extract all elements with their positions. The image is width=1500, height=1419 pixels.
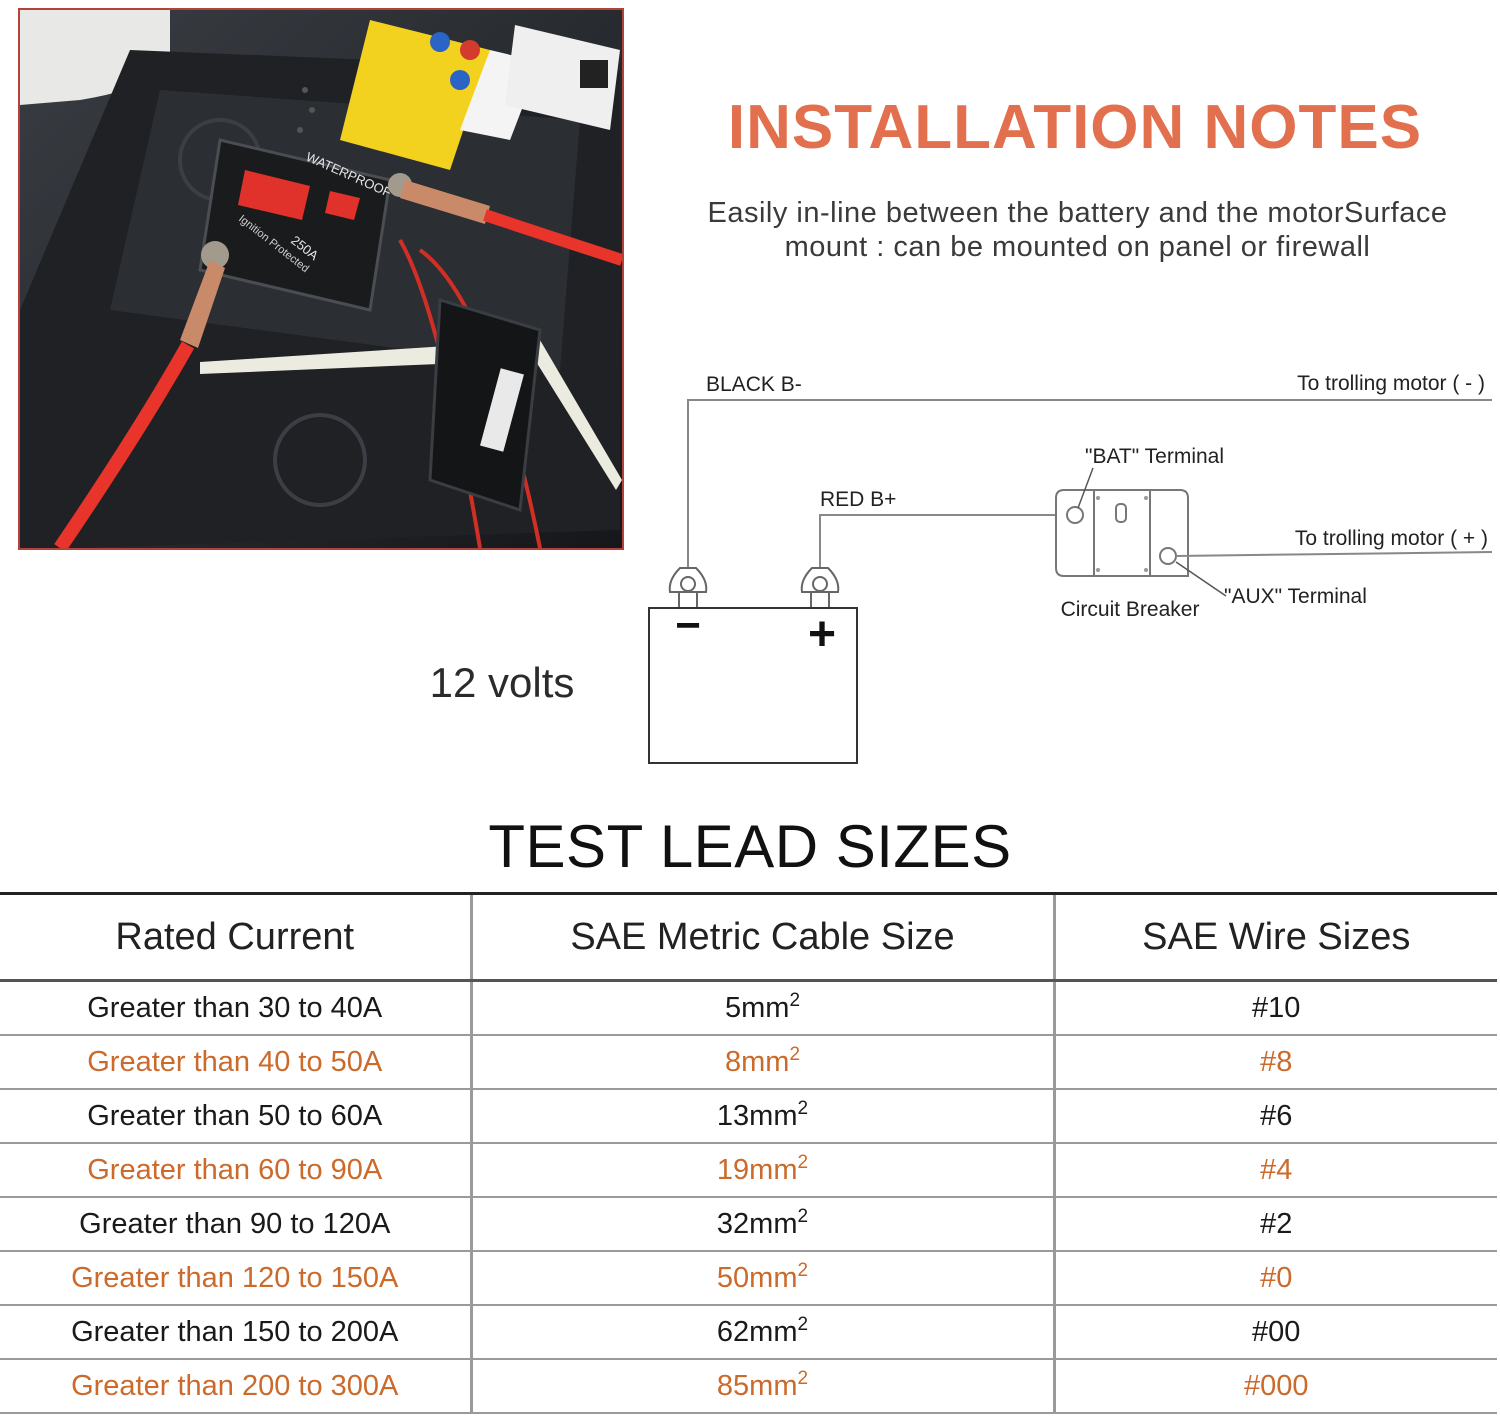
- battery-positive-sign: +: [808, 608, 836, 661]
- unit-exponent: 2: [797, 1367, 809, 1389]
- header-rated-current: Rated Current: [0, 892, 471, 982]
- metric-size-value: 19mm: [716, 1153, 798, 1186]
- table-row: Greater than 30 to 40A 5mm2 #10: [0, 980, 1497, 1036]
- black-wire-label: BLACK B-: [706, 373, 802, 396]
- unit-exponent: 2: [789, 989, 801, 1011]
- negative-terminal-lug: [668, 567, 708, 609]
- wire-size-cell: #8: [1052, 1035, 1497, 1090]
- metric-size-cell: 8mm2: [469, 1035, 1054, 1090]
- header-metric-cable-size: SAE Metric Cable Size: [469, 892, 1054, 982]
- wire-size-cell: #4: [1052, 1143, 1497, 1198]
- rated-current-cell: Greater than 40 to 50A: [0, 1035, 471, 1090]
- metric-size-cell: 19mm2: [469, 1143, 1054, 1198]
- metric-size-cell: 50mm2: [469, 1251, 1054, 1306]
- subtitle-line-2: mount : can be mounted on panel or firew…: [784, 231, 1371, 263]
- metric-size-value: 85mm: [716, 1369, 798, 1402]
- metric-size-value: 13mm: [716, 1099, 798, 1132]
- metric-size-cell: 13mm2: [469, 1089, 1054, 1144]
- wiring-diagram: BLACK B- To trolling motor ( - ) RED B+ …: [430, 372, 1493, 764]
- positive-terminal-lug: [800, 567, 840, 609]
- wire-size-cell: #00: [1052, 1305, 1497, 1360]
- rated-current-cell: Greater than 150 to 200A: [0, 1305, 471, 1360]
- motor-positive-label: To trolling motor ( + ): [1295, 527, 1488, 550]
- page-title: INSTALLATION NOTES: [727, 93, 1423, 162]
- unit-exponent: 2: [797, 1097, 809, 1119]
- table-row: Greater than 200 to 300A 85mm2 #000: [0, 1359, 1497, 1414]
- wire-size-cell: #10: [1052, 980, 1497, 1036]
- engine-bay-illustration: WATERPROOF 250A Ignition Protected: [20, 10, 622, 548]
- battery-negative-sign: −: [675, 601, 701, 650]
- table-row: Greater than 50 to 60A 13mm2 #6: [0, 1089, 1497, 1144]
- unit-exponent: 2: [789, 1043, 801, 1065]
- red-wire: [819, 514, 1075, 568]
- circuit-breaker-label: Circuit Breaker: [1061, 598, 1200, 621]
- metric-size-cell: 62mm2: [469, 1305, 1054, 1360]
- rated-current-cell: Greater than 30 to 40A: [0, 980, 471, 1036]
- aux-wire: [1175, 551, 1493, 557]
- metric-size-value: 32mm: [716, 1207, 798, 1240]
- unit-exponent: 2: [797, 1313, 809, 1335]
- subtitle-line-1: Easily in-line between the battery and t…: [707, 197, 1448, 229]
- aux-terminal-post: [1159, 547, 1177, 565]
- rated-current-cell: Greater than 120 to 150A: [0, 1251, 471, 1306]
- aux-terminal-label: "AUX" Terminal: [1224, 585, 1367, 608]
- rated-current-cell: Greater than 50 to 60A: [0, 1089, 471, 1144]
- rated-current-cell: Greater than 200 to 300A: [0, 1359, 471, 1414]
- test-lead-sizes-table: Rated Current SAE Metric Cable Size SAE …: [0, 892, 1497, 1414]
- metric-size-cell: 5mm2: [469, 980, 1054, 1036]
- wire-size-cell: #6: [1052, 1089, 1497, 1144]
- rated-current-cell: Greater than 60 to 90A: [0, 1143, 471, 1198]
- wire-size-cell: #2: [1052, 1197, 1497, 1252]
- unit-exponent: 2: [797, 1205, 809, 1227]
- wire-size-cell: #000: [1052, 1359, 1497, 1414]
- aux-callout-line: [1175, 561, 1227, 597]
- unit-exponent: 2: [797, 1259, 809, 1281]
- bat-terminal-label: "BAT" Terminal: [1085, 445, 1224, 468]
- metric-size-cell: 32mm2: [469, 1197, 1054, 1252]
- installation-photo: WATERPROOF 250A Ignition Protected: [18, 8, 624, 550]
- bat-terminal-post: [1066, 506, 1084, 524]
- black-wire: [687, 399, 1492, 568]
- metric-size-cell: 85mm2: [469, 1359, 1054, 1414]
- metric-size-value: 62mm: [716, 1315, 798, 1348]
- table-row: Greater than 40 to 50A 8mm2 #8: [0, 1035, 1497, 1090]
- red-wire-label: RED B+: [820, 488, 896, 511]
- circuit-breaker-symbol: [1055, 489, 1189, 577]
- metric-size-value: 8mm: [724, 1045, 790, 1078]
- metric-size-value: 50mm: [716, 1261, 798, 1294]
- voltage-label: 12 volts: [430, 659, 575, 706]
- table-row: Greater than 150 to 200A 62mm2 #00: [0, 1305, 1497, 1360]
- motor-negative-label: To trolling motor ( - ): [1297, 372, 1485, 395]
- table-header-row: Rated Current SAE Metric Cable Size SAE …: [0, 892, 1497, 982]
- table-row: Greater than 90 to 120A 32mm2 #2: [0, 1197, 1497, 1252]
- wire-size-cell: #0: [1052, 1251, 1497, 1306]
- metric-size-value: 5mm: [724, 991, 790, 1024]
- page-subtitle: Easily in-line between the battery and t…: [640, 196, 1500, 264]
- header-wire-sizes: SAE Wire Sizes: [1052, 892, 1497, 982]
- rated-current-cell: Greater than 90 to 120A: [0, 1197, 471, 1252]
- table-title: TEST LEAD SIZES: [488, 813, 1012, 880]
- battery: [648, 607, 858, 764]
- table-row: Greater than 60 to 90A 19mm2 #4: [0, 1143, 1497, 1198]
- unit-exponent: 2: [797, 1151, 809, 1173]
- table-row: Greater than 120 to 150A 50mm2 #0: [0, 1251, 1497, 1306]
- bat-callout-line: [1077, 467, 1094, 509]
